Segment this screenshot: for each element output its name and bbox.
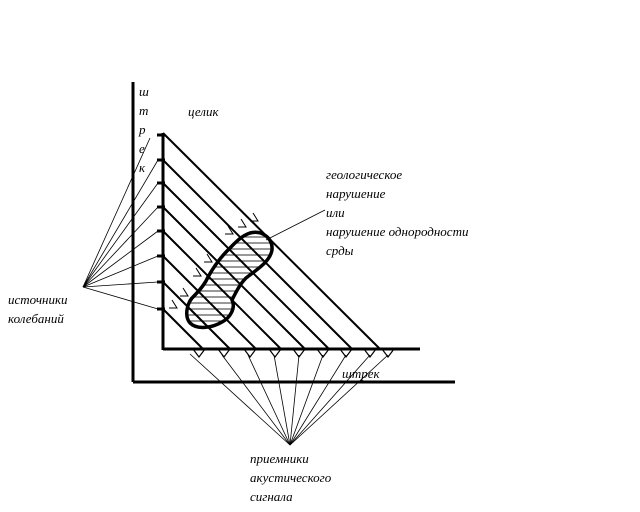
geo-label-line: нарушение	[326, 186, 386, 201]
geo-label-line: нарушение однородности	[326, 224, 469, 239]
receiver-marks	[192, 348, 395, 358]
sources-label-line: колебаний	[8, 311, 64, 326]
shtrek-horizontal-label: штрек	[342, 366, 380, 381]
tselik-label: целик	[188, 104, 219, 119]
shtrek-letter: ш	[139, 84, 149, 99]
geo-label-line: геологическое	[326, 167, 402, 182]
receiver-fan-lines	[189, 353, 389, 446]
receivers-label-line: приемники	[250, 451, 309, 466]
shtrek-letter: е	[139, 141, 145, 156]
wave-arrows	[169, 212, 259, 309]
shtrek-letter: к	[139, 160, 146, 175]
shtrek-letter: р	[138, 122, 146, 137]
sources-label-line: источники	[8, 292, 68, 307]
source-ticks	[157, 133, 165, 311]
geological-disturbance	[185, 230, 274, 330]
receivers-label-line: сигнала	[250, 489, 293, 504]
geo-label-line: или	[326, 205, 345, 220]
source-fan-lines	[82, 137, 159, 310]
ray-line	[162, 308, 204, 350]
geo-label-line: срды	[326, 243, 354, 258]
receivers-label-line: акустического	[250, 470, 332, 485]
shtrek-letter: т	[139, 103, 148, 118]
geo-leader-line	[265, 209, 326, 241]
